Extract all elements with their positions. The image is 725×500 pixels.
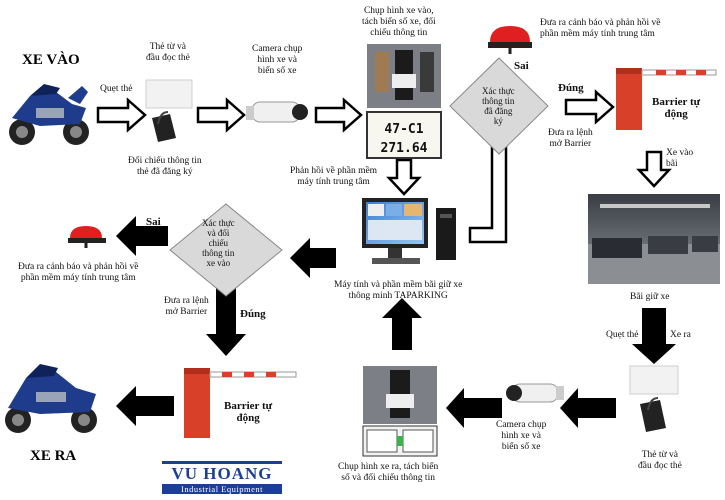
logo-tagline: Industrial Equipment xyxy=(162,484,282,494)
entry-yes-label: Đúng xyxy=(558,82,584,94)
exit-lot-label: Bãi giữ xe xyxy=(630,292,670,302)
company-logo: VU HOANG Industrial Equipment xyxy=(162,461,282,497)
entry-title: XE VÀO xyxy=(22,52,80,68)
motorbike-entry-icon xyxy=(9,84,89,145)
entry-camera-label: Camera chụp hình xe và biển số xe xyxy=(252,44,303,76)
card-reader-exit-icon xyxy=(629,365,679,432)
entry-verify-diamond xyxy=(449,57,549,155)
camera-entry-icon xyxy=(246,101,308,123)
motorbike-exit-icon xyxy=(5,364,97,433)
alarm-exit-icon xyxy=(68,226,106,248)
computer-icon xyxy=(362,198,456,264)
entry-feedback-label: Phản hồi về phần mềm máy tính trung tâm xyxy=(290,166,378,187)
exit-direction-label: Xe ra xyxy=(670,330,691,340)
exit-alarm-label: Đưa ra cảnh báo và phản hồi về phần mềm … xyxy=(18,262,139,283)
barrier-entry-icon xyxy=(616,68,717,130)
entry-barrier-label: Barrier tự động xyxy=(652,96,701,120)
exit-capture-photo xyxy=(362,366,438,457)
entry-no-label: Sai xyxy=(514,60,529,72)
exit-verify-label: Xác thực và đối chiếu thông tin xe vào xyxy=(202,218,235,268)
alarm-entry-icon xyxy=(488,26,532,54)
entry-capture-label: Chụp hình xe vào, tách biển số xe, đối c… xyxy=(362,6,436,38)
entry-barrier-cmd-label: Đưa ra lệnh mở Barrier xyxy=(548,128,593,149)
exit-title: XE RA xyxy=(30,448,77,464)
exit-flow-arrows xyxy=(116,216,676,428)
exit-swipe-label: Quẹt thẻ xyxy=(606,330,639,340)
exit-camera-label: Camera chụp hình xe và biển số xe xyxy=(496,420,547,452)
entry-to-lot-label: Xe vào bãi xyxy=(666,148,694,169)
exit-verify-diamond xyxy=(169,203,283,297)
plate-bottom-text: 271.64 xyxy=(381,141,428,156)
entry-alarm-label: Đưa ra cảnh báo và phản hồi về phần mềm … xyxy=(540,18,661,39)
camera-exit-icon xyxy=(506,383,564,403)
parking-lot-photo xyxy=(588,194,720,284)
exit-barrier-label: Barrier tự động xyxy=(224,400,273,424)
card-reader-entry-icon xyxy=(145,79,193,142)
entry-verify-label: Xác thực thông tin đã đăng ký xyxy=(482,86,515,126)
entry-card-reader-label: Thẻ từ và đầu đọc thẻ xyxy=(146,42,190,63)
exit-yes-label: Đúng xyxy=(240,308,266,320)
exit-capture-label: Chụp hình xe ra, tách biển số và đối chi… xyxy=(338,462,439,483)
barrier-exit-icon xyxy=(184,368,297,438)
plate-top-text: 47-C1 xyxy=(384,122,423,137)
logo-brand: VU HOANG xyxy=(171,464,273,483)
software-label: Máy tính và phần mềm bãi giữ xe thông mi… xyxy=(334,280,463,301)
exit-barrier-cmd-label: Đưa ra lệnh mở Barrier xyxy=(164,296,209,317)
entry-capture-photo xyxy=(366,44,442,159)
entry-compare-label: Đối chiếu thông tin thẻ đã đăng ký xyxy=(128,156,202,177)
exit-card-reader-label: Thẻ từ và đầu đọc thẻ xyxy=(638,450,682,471)
entry-swipe-label: Quẹt thẻ xyxy=(100,84,133,94)
exit-no-label: Sai xyxy=(146,216,161,228)
